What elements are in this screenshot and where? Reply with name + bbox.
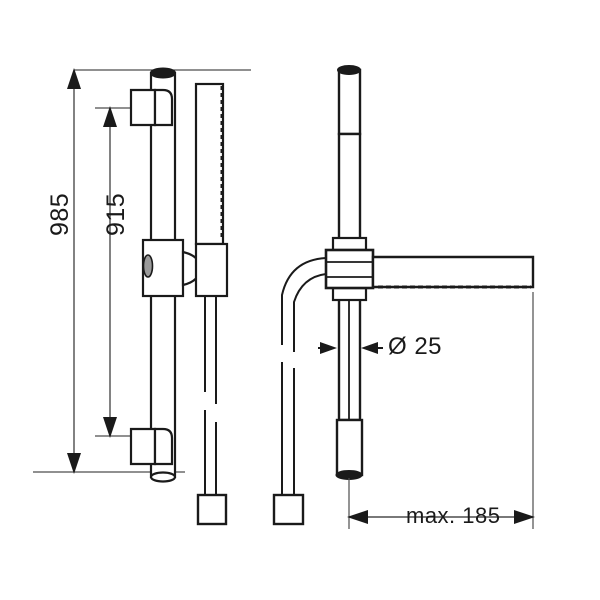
arrowhead-left-diameter xyxy=(320,342,337,354)
dimension-label-985: 985 xyxy=(46,192,74,236)
hand-shower-body xyxy=(194,82,225,246)
dimension-915 xyxy=(95,106,133,438)
lower-wall-bracket xyxy=(129,427,157,466)
arrowhead-right-185 xyxy=(514,510,535,524)
dimension-diameter-25 xyxy=(318,300,383,420)
front-view-assembly xyxy=(129,67,229,526)
hand-shower-grip xyxy=(194,242,229,298)
dimension-label-max-185: max. 185 xyxy=(406,503,501,528)
arrowhead-right-diameter xyxy=(361,342,378,354)
upper-bracket-collar xyxy=(153,88,174,127)
shower-hose-front xyxy=(204,296,217,497)
arrowhead-up-985 xyxy=(67,68,81,89)
hose-connector-front xyxy=(196,493,228,526)
dimension-max-185 xyxy=(347,292,535,529)
arrowhead-left-185 xyxy=(347,510,368,524)
bar-top-cap xyxy=(150,67,176,79)
bar-bottom-cap xyxy=(149,471,177,483)
arrowhead-up-915 xyxy=(103,106,117,127)
side-bar-upper-segment xyxy=(337,68,362,136)
side-bar-main xyxy=(337,132,362,250)
slider-collar-bottom xyxy=(331,286,368,302)
upper-wall-bracket xyxy=(129,88,157,127)
arrowhead-down-985 xyxy=(67,453,81,474)
hose-connector-side xyxy=(272,493,305,526)
side-bar-top-cap xyxy=(337,65,361,75)
slider-collar-top xyxy=(331,236,368,252)
slider-lock-knob[interactable] xyxy=(142,254,154,278)
shower-hose-side-curve xyxy=(281,257,327,497)
arrowhead-down-915 xyxy=(103,417,117,438)
slider-holder-side xyxy=(324,248,375,290)
hand-shower-side xyxy=(371,255,535,289)
lower-bracket-collar xyxy=(153,427,174,466)
side-bar-end-segment xyxy=(335,418,364,477)
side-bar-bottom-cap xyxy=(335,470,363,480)
dimension-label-diameter-25: Ø 25 xyxy=(388,333,443,360)
side-view-assembly xyxy=(272,65,535,526)
dimension-label-915: 915 xyxy=(102,192,130,236)
